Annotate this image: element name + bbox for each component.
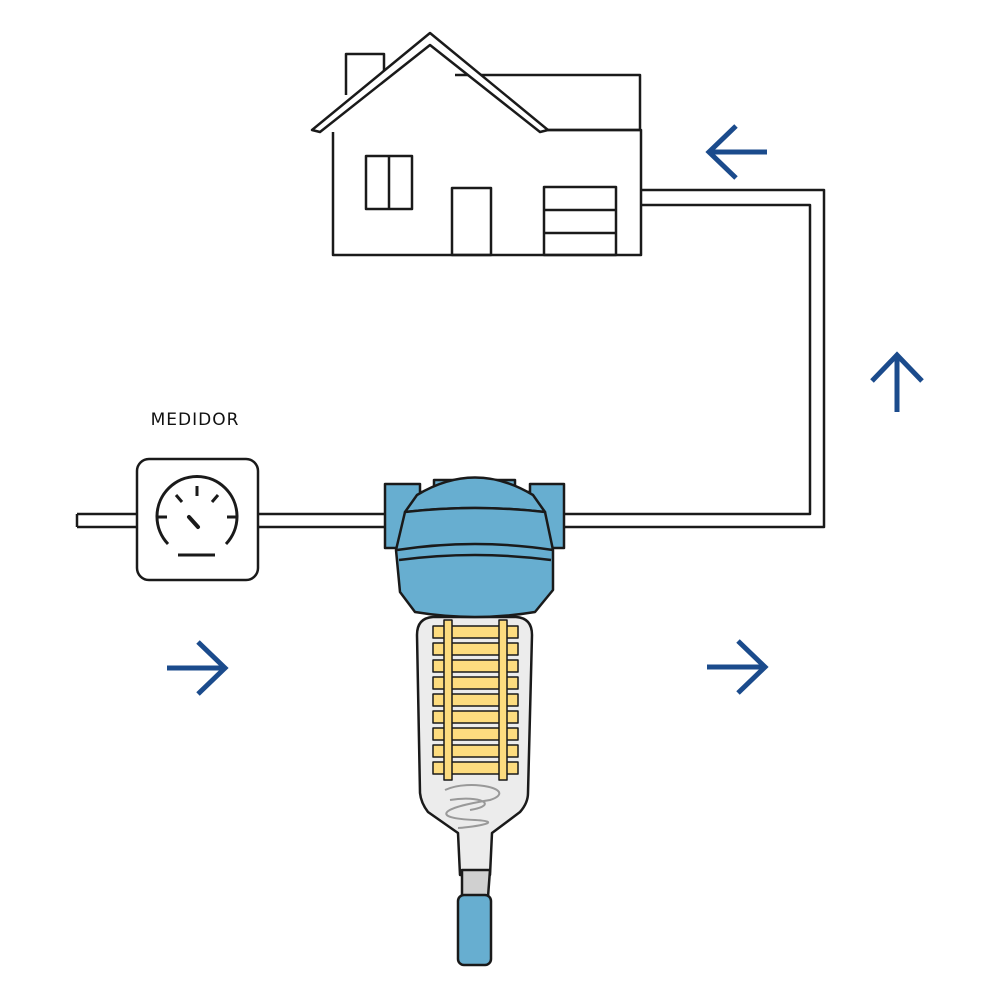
water-filter-icon	[383, 476, 566, 967]
pipe	[75, 188, 826, 529]
water-meter-icon	[135, 457, 260, 582]
arrow-right-icon	[167, 640, 229, 696]
arrow-right-icon	[707, 639, 769, 695]
house-icon	[310, 31, 643, 257]
arrow-left-icon	[705, 124, 767, 180]
meter-label: MEDIDOR	[150, 410, 240, 430]
arrow-up-icon	[870, 351, 924, 412]
